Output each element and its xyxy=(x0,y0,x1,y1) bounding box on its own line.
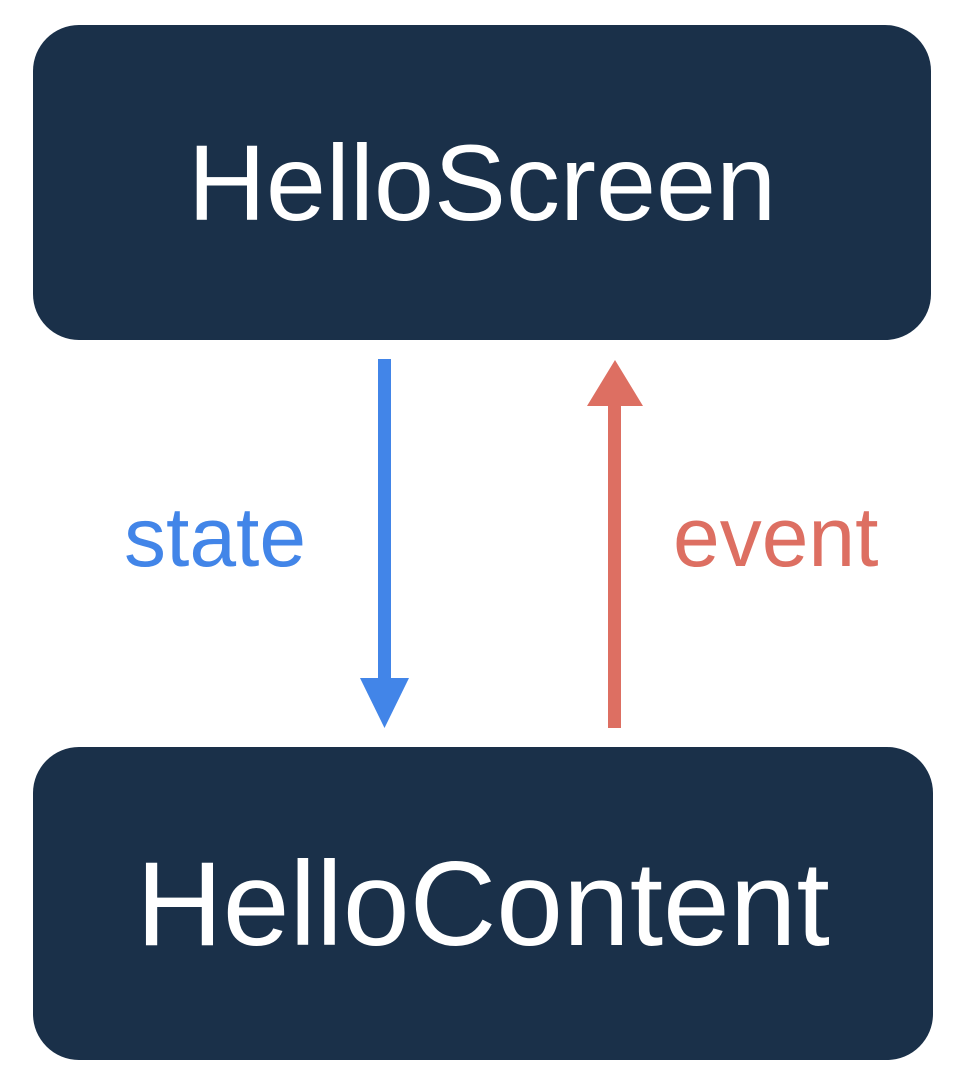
event-arrow-up xyxy=(587,360,643,728)
node-hello-screen-label: HelloScreen xyxy=(187,121,777,243)
state-arrow-down xyxy=(360,359,409,728)
edge-label-event: event xyxy=(673,490,879,584)
edge-label-state: state xyxy=(124,490,307,584)
node-hello-screen[interactable]: HelloScreen xyxy=(33,25,931,340)
node-hello-content-label: HelloContent xyxy=(136,836,830,971)
node-hello-content[interactable]: HelloContent xyxy=(33,747,933,1060)
